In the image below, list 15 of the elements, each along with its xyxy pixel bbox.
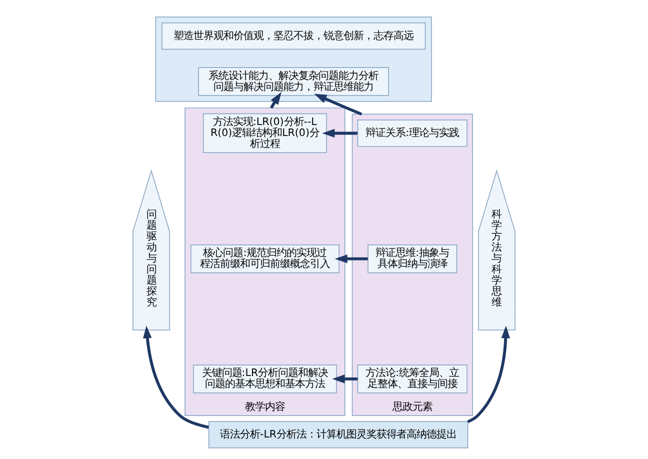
node-box: 语法分析-LR分析法：计算机图灵奖获得者高纳德提出 xyxy=(208,421,468,448)
node-box: 辩证关系:理论与实践 xyxy=(357,120,468,147)
arrow xyxy=(334,254,368,264)
arrow xyxy=(322,128,358,138)
node-box: 塑造世界观和价值观，坚忍不拔，锐意创新，志存高远 xyxy=(162,22,426,50)
arrow xyxy=(467,326,510,424)
arrow xyxy=(332,374,358,384)
node-box: 系统设计能力、解决复杂问题能力分析问题与解决问题能力，辩证思维能力 xyxy=(198,67,389,96)
node-box: 方法论:统筹全局、立足整体、直接与间接 xyxy=(357,364,468,394)
node-box: 方法实现:LR(0)分析--LR(0)逻辑结构和LR(0)分析过程 xyxy=(202,113,327,154)
node-box: 核心问题:规范归约的实现过程活前缀和可归前缀概念引入 xyxy=(190,244,340,274)
node-box: 关键问题:LR分析问题和解决问题的基本思想和基本方法 xyxy=(193,364,337,394)
node-box: 辩证思维:抽象与具体归纳与演绎 xyxy=(368,244,458,274)
arrow xyxy=(314,94,362,116)
arrow xyxy=(143,326,209,429)
